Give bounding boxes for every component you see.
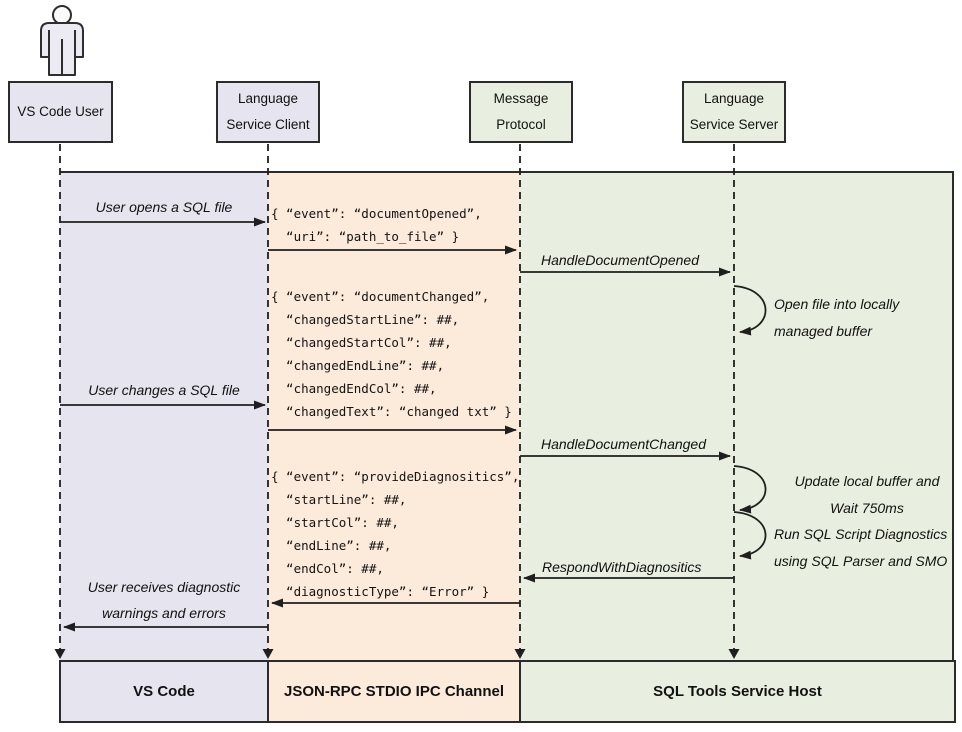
- actor-box-message-protocol: Message Protocol: [469, 81, 573, 143]
- label-user-opens-sql-file: User opens a SQL file: [95, 199, 233, 215]
- actor-label-line2: Service Client: [226, 117, 310, 132]
- note-line2: Wait 750ms: [830, 500, 904, 516]
- note-line2: using SQL Parser and SMO: [774, 553, 948, 569]
- note-line1: Update local buffer and: [794, 473, 940, 489]
- label-line1: User receives diagnostic: [87, 579, 241, 595]
- actor-label-line2: Protocol: [496, 117, 546, 132]
- note-line2: managed buffer: [774, 323, 873, 339]
- actor-box-language-service-client: Language Service Client: [216, 81, 320, 143]
- actor-box-language-service-server: Language Service Server: [682, 81, 786, 143]
- note-update-buffer-wait: Update local buffer and Wait 750ms: [774, 468, 960, 522]
- vscode-lane-background: [60, 173, 268, 661]
- actor-label: VS Code User: [17, 104, 104, 119]
- note-open-file-buffer: Open file into locally managed buffer: [774, 291, 899, 345]
- payload-provide-diagnostics: { “event”: “provideDiagnositics”, “start…: [271, 469, 520, 599]
- note-run-diagnostics: Run SQL Script Diagnostics using SQL Par…: [774, 521, 947, 575]
- note-line1: Open file into locally: [774, 296, 900, 312]
- label-user-changes-sql-file: User changes a SQL file: [88, 382, 240, 398]
- host-lane-background: [520, 173, 953, 661]
- label-handle-document-changed: HandleDocumentChanged: [541, 436, 706, 452]
- system-footer-row: VS Code JSON-RPC STDIO IPC Channel SQL T…: [59, 660, 956, 723]
- actor-label-line2: Service Server: [689, 117, 779, 132]
- footer-vs-code: VS Code: [61, 662, 269, 721]
- label-user-receives-diagnostics: User receives diagnostic warnings and er…: [60, 574, 268, 626]
- label-handle-document-opened: HandleDocumentOpened: [541, 252, 699, 268]
- actor-label-line1: Language: [237, 91, 299, 106]
- note-line1: Run SQL Script Diagnostics: [774, 526, 948, 542]
- footer-json-rpc-channel: JSON-RPC STDIO IPC Channel: [269, 662, 521, 721]
- label-line2: warnings and errors: [102, 605, 226, 621]
- footer-sql-tools-service-host: SQL Tools Service Host: [521, 662, 954, 721]
- label-respond-with-diagnostics: RespondWithDiagnositics: [542, 559, 702, 575]
- payload-document-opened: { “event”: “documentOpened”, “uri”: “pat…: [271, 206, 482, 244]
- actor-label-line1: Language: [703, 91, 765, 106]
- actor-label-line1: Message: [493, 91, 549, 106]
- ipc-lane-background: [268, 173, 520, 661]
- payload-document-changed: { “event”: “documentChanged”, “changedSt…: [271, 289, 512, 419]
- actor-box-vs-code-user: VS Code User: [8, 81, 113, 143]
- person-icon: [40, 5, 84, 76]
